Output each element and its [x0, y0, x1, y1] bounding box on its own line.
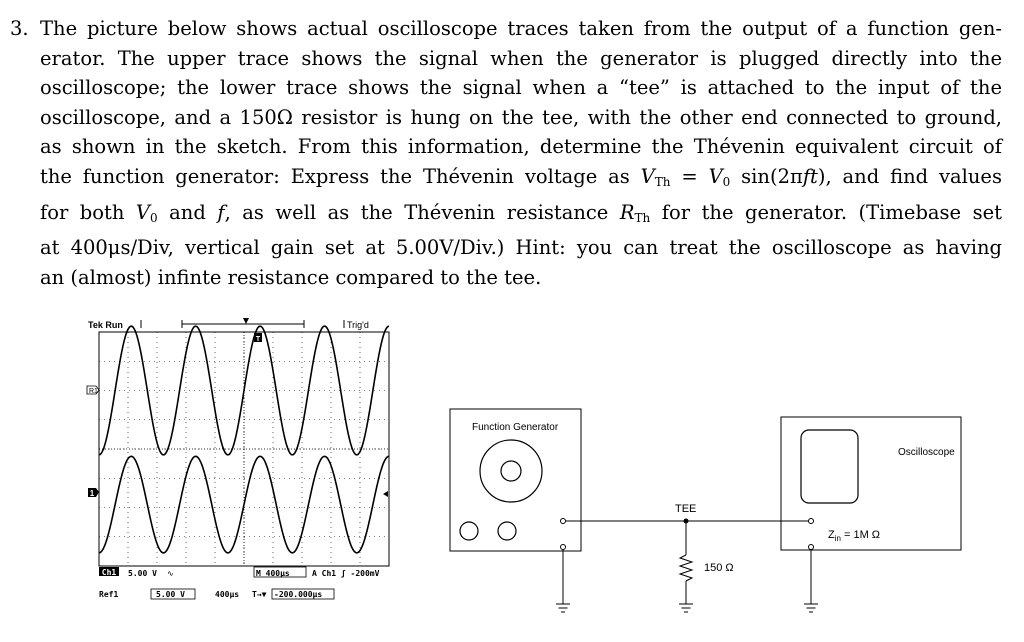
function-generator-label: Function Generator — [472, 422, 559, 433]
ch1-readout-label: Ch1 — [102, 568, 117, 577]
trigd-label: Trig'd — [347, 320, 369, 330]
problem-line-3: oscilloscope; the lower trace shows the … — [40, 76, 1002, 100]
ref1-offset-box — [271, 588, 335, 600]
ch1-marker — [88, 488, 99, 497]
ch1-marker-text: 1 — [90, 489, 95, 498]
ch1-coupling: ∿ — [167, 569, 174, 578]
function-generator-box — [449, 408, 582, 552]
rth-symbol: R — [619, 200, 635, 224]
oscilloscope-label: Oscilloscope — [898, 447, 955, 458]
ref1-label: Ref1 — [99, 590, 118, 599]
problem-statement: 3. The picture below shows actual oscill… — [0, 0, 1024, 300]
vth-subscript: Th — [654, 174, 671, 189]
generator-dial-inner — [500, 460, 522, 482]
trigger-marker-text: T — [256, 336, 261, 343]
ground-symbol-generator — [556, 603, 570, 613]
generator-terminal-signal — [560, 518, 566, 524]
resistor-150-ohm — [678, 554, 694, 582]
ft-symbol: ft — [802, 164, 818, 188]
generator-dial-outer — [479, 439, 543, 503]
rth-subscript: Th — [634, 210, 651, 225]
tee-label: TEE — [675, 503, 696, 515]
figure-svg: Tek Run Trig'd T R1 1 Ch1 5.00 V ∿ M 400… — [86, 318, 962, 613]
ground-symbol-scope — [804, 603, 818, 613]
ch1-readout-badge — [99, 567, 119, 576]
line6-text-a: the function generator: Express the Thév… — [40, 164, 641, 188]
scope-terminal-ground — [808, 544, 814, 550]
problem-line-4: oscilloscope, and a 150Ω resistor is hun… — [40, 105, 1002, 129]
generator-knob-left — [459, 521, 479, 541]
circuit-labels: Function Generator TEE 150 Ω Oscilloscop… — [472, 422, 955, 574]
tek-run-label: Tek Run — [88, 320, 123, 330]
zin-subscript: in — [835, 534, 841, 543]
line7-text-a: for both — [40, 200, 136, 224]
scope-terminal-signal — [808, 518, 814, 524]
problem-line-2: erator. The upper trace shows the signal… — [40, 46, 1002, 70]
line7-text-c: , as well as the Thévenin resistance — [224, 200, 620, 224]
problem-line-6: the function generator: Express the Thév… — [40, 162, 1002, 198]
ref1-position: T→▼ — [252, 590, 267, 599]
problem-body: The picture below shows actual oscillosc… — [40, 14, 1002, 292]
trigger-level-marker — [254, 333, 262, 342]
ref1-scale-box — [150, 588, 196, 600]
zin-value: = 1M Ω — [844, 529, 880, 541]
lower-trace — [98, 455, 390, 554]
problem-line-9: an (almost) infinte resistance compared … — [40, 265, 542, 289]
line6-text-b: sin(2π — [730, 164, 803, 188]
ref1-marker — [86, 385, 100, 395]
generator-terminal-ground — [560, 544, 566, 550]
equals-sign: = — [670, 164, 709, 188]
f-symbol: f — [217, 200, 225, 224]
problem-line-7: for both V0 and f, as well as the Théven… — [40, 198, 1002, 234]
timebase-readout: M 400μs — [256, 569, 290, 578]
circuit-sketch — [449, 408, 962, 613]
v0-subscript-2: 0 — [150, 210, 158, 225]
problem-number: 3. — [10, 17, 29, 40]
oscilloscope-screen-sketch — [800, 429, 859, 504]
ch1-scale: 5.00 V — [128, 569, 157, 578]
problem-line-8: at 400μs/Div, vertical gain set at 5.00V… — [40, 236, 1002, 260]
graticule-grid — [99, 332, 389, 566]
zin-label: Zin= 1M Ω — [828, 529, 880, 543]
upper-trace — [98, 325, 390, 456]
generator-knob-right — [497, 521, 517, 541]
v0-symbol-2: V — [135, 200, 151, 224]
problem-line-1: The picture below shows actual oscillosc… — [40, 17, 1002, 40]
line7-text-d: for the generator. (Timebase set — [650, 200, 1002, 224]
line7-text-b: and — [157, 200, 218, 224]
line6-text-c: ), and find values — [817, 164, 1002, 188]
vth-symbol: V — [640, 164, 655, 188]
oscilloscope-box — [780, 416, 962, 551]
figure: Tek Run Trig'd T R1 1 Ch1 5.00 V ∿ M 400… — [0, 300, 1024, 642]
trigger-arrow — [383, 491, 388, 497]
ref1-timebase: 400μs — [215, 590, 239, 599]
v0-symbol: V — [708, 164, 723, 188]
ref1-marker-text: R1 — [89, 388, 98, 395]
trigger-position-marker — [243, 318, 249, 324]
ref1-offset: -200.000μs — [274, 590, 322, 599]
timebase-box — [253, 566, 307, 578]
ground-symbol-resistor — [679, 603, 693, 613]
zin-symbol: Z — [828, 529, 835, 541]
problem-line-5: as shown in the sketch. From this inform… — [40, 135, 1002, 159]
oscilloscope-screen: Tek Run Trig'd T R1 1 Ch1 5.00 V ∿ M 400… — [86, 318, 390, 600]
v0-subscript: 0 — [722, 174, 731, 189]
trigger-readout: A Ch1 ʃ -200mV — [312, 569, 380, 578]
ref1-scale: 5.00 V — [156, 590, 185, 599]
resistor-label: 150 Ω — [704, 562, 734, 574]
